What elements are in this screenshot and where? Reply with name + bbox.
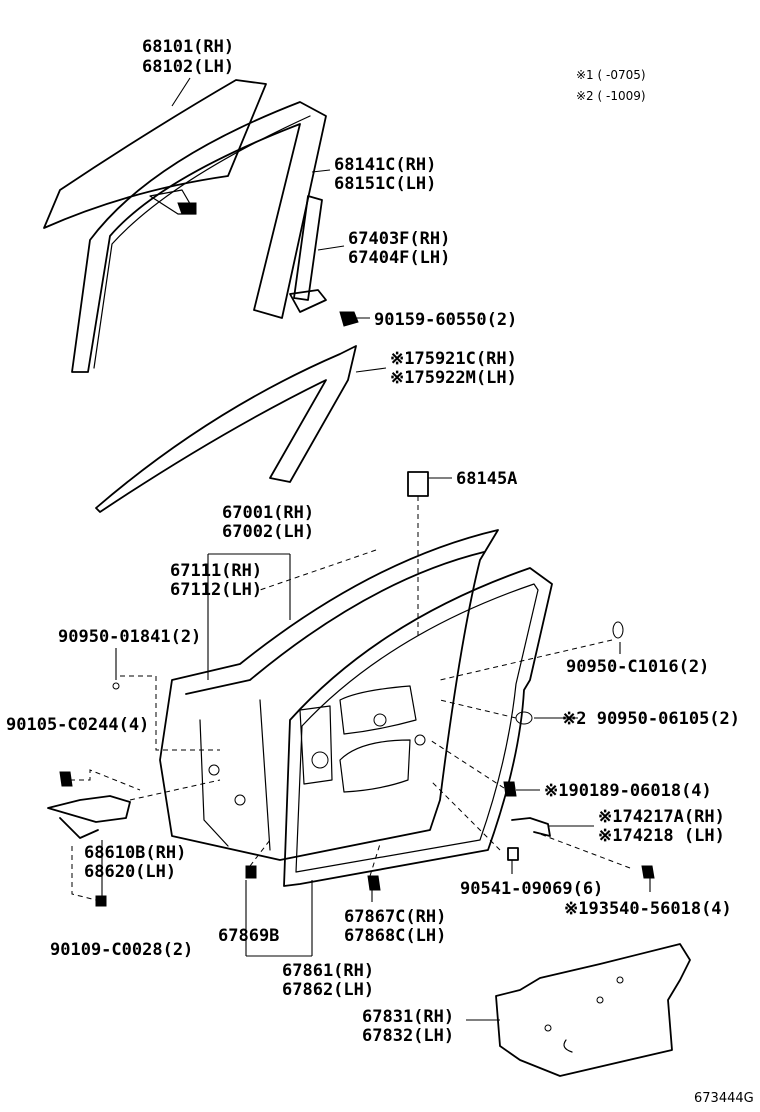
label-67404f: 67404F(LH): [348, 248, 450, 268]
label-90950-c1016: 90950-C1016(2): [566, 657, 709, 677]
door-weatherstrip: [283, 567, 553, 887]
label-68620: 68620(LH): [84, 862, 176, 882]
label-93540: ※193540-56018(4): [564, 899, 732, 919]
division-bar: [289, 195, 359, 327]
label-74218: ※174218 (LH): [598, 826, 725, 846]
label-75922m: ※175922M(LH): [390, 368, 517, 388]
label-75921c: ※175921C(RH): [390, 349, 517, 369]
label-90109: 90109-C0028(2): [50, 940, 193, 960]
label-90159: 90159-60550(2): [374, 310, 517, 330]
label-67112: 67112(LH): [170, 580, 262, 600]
label-67832: 67832(LH): [362, 1026, 454, 1046]
label-68102: 68102(LH): [142, 57, 234, 77]
door-panel: [159, 529, 499, 861]
clip-93540: [641, 865, 655, 879]
plug-01841: [112, 682, 120, 690]
label-90105: 90105-C0244(4): [6, 715, 149, 735]
pad-68145a: [407, 471, 429, 497]
label-74217a: ※174217A(RH): [598, 807, 725, 827]
label-67869b: 67869B: [218, 926, 279, 946]
label-68141c: 68141C(RH): [334, 155, 436, 175]
glass-run: [71, 101, 327, 373]
label-67861: 67861(RH): [282, 961, 374, 981]
figure-code: 673444G: [694, 1091, 754, 1106]
label-68145a: 68145A: [456, 469, 517, 489]
clip-67867c: [367, 875, 381, 891]
label-67862: 67862(LH): [282, 980, 374, 1000]
service-hole-cover: [495, 943, 691, 1077]
label-90950-06105: ※2 90950-06105(2): [562, 709, 740, 729]
label-90189: ※190189-06018(4): [544, 781, 712, 801]
plug-c1016: [612, 621, 624, 639]
door-glass: [43, 79, 267, 229]
door-hinge: [47, 771, 131, 907]
label-67868c: 67868C(LH): [344, 926, 446, 946]
plug-06105: [515, 711, 533, 725]
leader-lines: [101, 77, 651, 1021]
note-2: ※2 ( -1009): [576, 89, 646, 103]
label-67831: 67831(RH): [362, 1007, 454, 1027]
clip-90541: [507, 847, 519, 861]
label-90950-01841: 90950-01841(2): [58, 627, 201, 647]
note-1: ※1 ( -0705): [576, 68, 646, 82]
assembly-lines: [70, 496, 631, 901]
label-67001: 67001(RH): [222, 503, 314, 523]
label-67403f: 67403F(RH): [348, 229, 450, 249]
clip-67869b: [245, 865, 257, 879]
lock-striker: [511, 817, 551, 837]
label-68151c: 68151C(LH): [334, 174, 436, 194]
label-67867c: 67867C(RH): [344, 907, 446, 927]
clip-90189: [503, 781, 517, 797]
label-68101: 68101(RH): [142, 37, 234, 57]
label-68610b: 68610B(RH): [84, 843, 186, 863]
belt-moulding: [95, 345, 357, 513]
label-90541: 90541-09069(6): [460, 879, 603, 899]
label-67002: 67002(LH): [222, 522, 314, 542]
label-67111: 67111(RH): [170, 561, 262, 581]
